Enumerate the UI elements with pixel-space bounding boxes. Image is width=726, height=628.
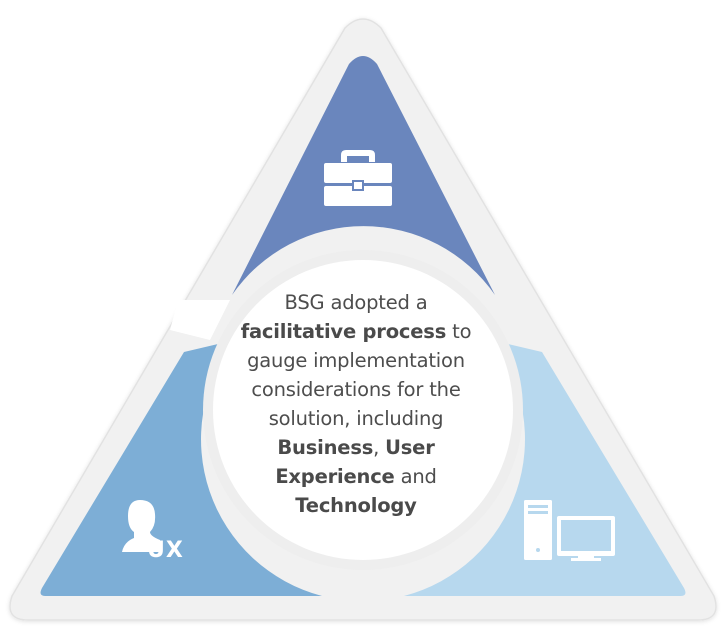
frame-gap-left bbox=[170, 300, 230, 340]
segment-technology bbox=[404, 340, 686, 596]
center-line-6: Business, User bbox=[214, 433, 498, 462]
center-line-7: Experience and bbox=[214, 462, 498, 491]
highlight-facilitative-process: facilitative process bbox=[240, 320, 447, 343]
highlight-user: User bbox=[385, 436, 435, 459]
briefcase-icon bbox=[324, 150, 392, 206]
center-line-1: BSG adopted a bbox=[284, 291, 428, 314]
segment-user-experience bbox=[40, 340, 322, 596]
user-ux-icon bbox=[122, 500, 160, 552]
highlight-experience: Experience bbox=[275, 465, 395, 488]
center-line-5: solution, including bbox=[268, 407, 444, 430]
computer-icon bbox=[524, 500, 615, 561]
separator-comma: , bbox=[373, 436, 386, 459]
center-circle-inner bbox=[213, 260, 513, 560]
separator-and: and bbox=[394, 465, 437, 488]
center-line-4: considerations for the bbox=[251, 378, 461, 401]
highlight-technology: Technology bbox=[295, 494, 417, 517]
center-line-2-rest: to bbox=[446, 320, 472, 343]
center-line-2: facilitative process to bbox=[214, 317, 498, 346]
center-line-3: gauge implementation bbox=[247, 349, 465, 372]
center-statement: BSG adopted a facilitative process to ga… bbox=[214, 288, 498, 520]
highlight-business: Business bbox=[277, 436, 374, 459]
center-line-8: Technology bbox=[214, 491, 498, 520]
ux-label: UX bbox=[147, 538, 184, 563]
